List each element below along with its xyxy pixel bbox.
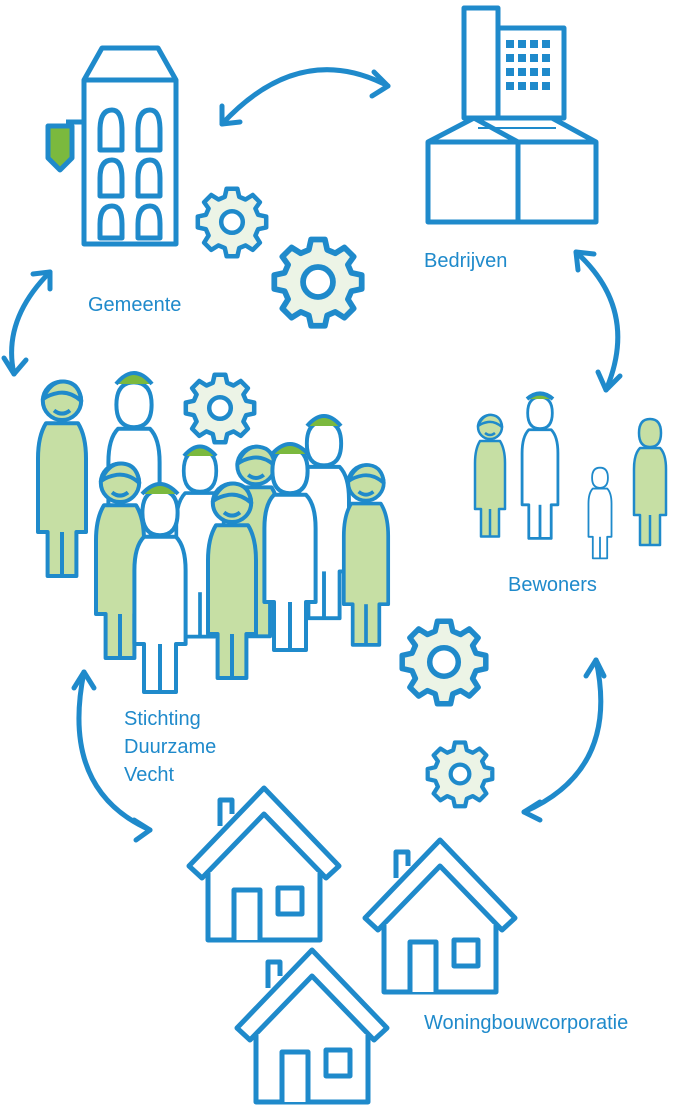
gemeente-label: Gemeente [88, 294, 182, 316]
woningbouwcorporatie-label: Woningbouwcorporatie [424, 1012, 629, 1034]
bedrijven-label: Bedrijven [424, 250, 508, 272]
crowd-icon [38, 371, 391, 692]
gear-icon [198, 189, 266, 257]
gear-icon [186, 375, 254, 443]
gear-icon [402, 621, 486, 704]
bewoners-label: Bewoners [508, 574, 597, 596]
family-icon [473, 391, 668, 560]
arrow-gemeente-bedrijven [219, 67, 391, 127]
gear-icon [428, 743, 493, 807]
arrow-stichting-woningbouw [76, 669, 153, 833]
arrow-gemeente-stichting [9, 269, 53, 377]
arrow-bedrijven-bewoners [573, 249, 621, 393]
office-building-icon [425, 5, 599, 225]
stichting-label-line-1: Stichting [124, 708, 201, 730]
stichting-label-line-2: Duurzame [124, 736, 217, 758]
town-hall-icon [45, 45, 179, 247]
houses-icon [189, 788, 515, 1102]
gear-icon [274, 239, 361, 325]
arrow-bewoners-woningbouw [521, 657, 604, 815]
stichting-label-line-3: Vecht [124, 764, 175, 786]
